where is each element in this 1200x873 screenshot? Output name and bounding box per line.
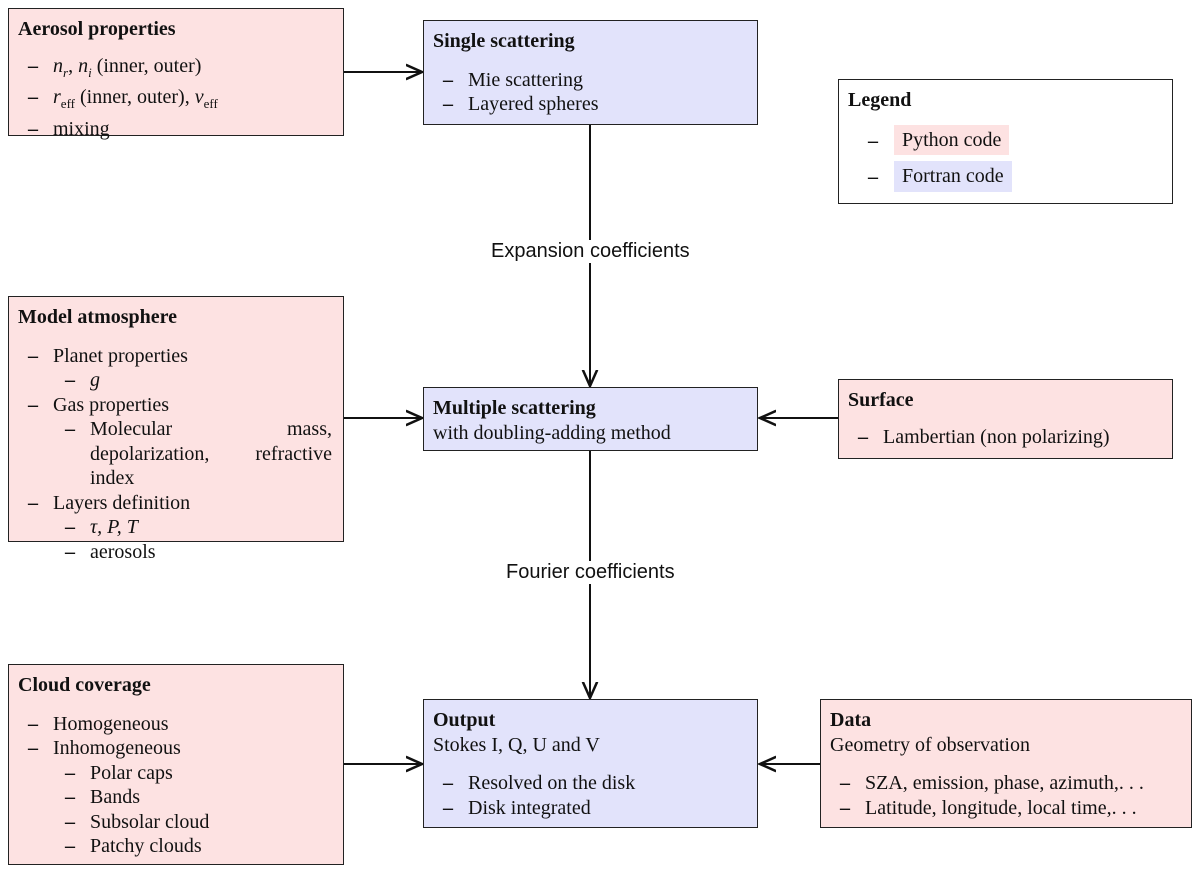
cloud-item-inhomogeneous: Inhomogeneous (18, 736, 334, 761)
data-box: Data Geometry of observation SZA, emissi… (820, 699, 1192, 828)
surface-box: Surface Lambertian (non polarizing) (838, 379, 1173, 459)
output-item-resolved: Resolved on the disk (433, 771, 748, 796)
legend-fortran-swatch: Fortran code (894, 161, 1012, 192)
aerosol-item-mixing: mixing (18, 117, 334, 142)
data-item-angles: SZA, emission, phase, azimuth,. . . (830, 771, 1182, 796)
output-subtitle: Stokes I, Q, U and V (433, 733, 600, 756)
model-title: Model atmosphere (18, 306, 178, 328)
multiple-scattering-box: Multiple scattering with doubling-adding… (423, 387, 758, 451)
legend-box: Legend Python code Fortran code (838, 79, 1173, 204)
aerosol-item-radius: reff (inner, outer), νeff (18, 85, 334, 117)
data-title: Data (830, 709, 872, 731)
surface-item-lambertian: Lambertian (non polarizing) (848, 425, 1163, 450)
cloud-item-subsolar: Subsolar cloud (18, 810, 334, 835)
output-box: Output Stokes I, Q, U and V Resolved on … (423, 699, 758, 828)
model-item-gas-detail: Molecular mass, depolarization, refracti… (18, 417, 334, 491)
surface-list: Lambertian (non polarizing) (848, 425, 1163, 450)
cloud-item-homogeneous: Homogeneous (18, 712, 334, 737)
multiple-subtitle: with doubling-adding method (433, 421, 671, 444)
model-list: Planet properties g Gas properties Molec… (18, 344, 334, 565)
cloud-item-polar-caps: Polar caps (18, 761, 334, 786)
output-list: Resolved on the disk Disk integrated (433, 771, 748, 820)
data-list: SZA, emission, phase, azimuth,. . . Lati… (830, 771, 1182, 820)
single-item-mie: Mie scattering (433, 68, 748, 93)
aerosol-list: nr, ni (inner, outer) reff (inner, outer… (18, 54, 334, 142)
legend-title: Legend (848, 89, 912, 111)
single-list: Mie scattering Layered spheres (433, 68, 748, 117)
data-item-location: Latitude, longitude, local time,. . . (830, 796, 1182, 821)
cloud-coverage-box: Cloud coverage Homogeneous Inhomogeneous… (8, 664, 344, 865)
single-title: Single scattering (433, 30, 575, 52)
aerosol-properties-box: Aerosol properties nr, ni (inner, outer)… (8, 8, 344, 141)
label-fourier-coefficients: Fourier coefficients (502, 561, 679, 584)
model-item-gas: Gas properties (18, 393, 334, 418)
label-expansion-coefficients: Expansion coefficients (487, 240, 694, 263)
model-item-tpt: τ, P, T (18, 515, 334, 540)
cloud-item-bands: Bands (18, 785, 334, 810)
aerosol-item-refractive: nr, ni (inner, outer) (18, 54, 334, 86)
legend-item-fortran: Fortran code (848, 161, 1163, 192)
model-item-g: g (18, 368, 334, 393)
aerosol-title: Aerosol properties (18, 18, 176, 40)
output-item-integrated: Disk integrated (433, 796, 748, 821)
cloud-title: Cloud coverage (18, 674, 151, 696)
output-title: Output (433, 709, 496, 731)
surface-title: Surface (848, 389, 914, 411)
single-item-layered: Layered spheres (433, 92, 748, 117)
legend-python-swatch: Python code (894, 124, 1010, 155)
model-item-planet: Planet properties (18, 344, 334, 369)
model-atmosphere-box: Model atmosphere Planet properties g Gas… (8, 296, 344, 564)
data-subtitle: Geometry of observation (830, 733, 1030, 756)
model-item-aerosols: aerosols (18, 540, 334, 565)
cloud-item-patchy: Patchy clouds (18, 834, 334, 859)
cloud-list: Homogeneous Inhomogeneous Polar caps Ban… (18, 712, 334, 859)
single-scattering-box: Single scattering Mie scattering Layered… (423, 20, 758, 125)
legend-item-python: Python code (848, 124, 1163, 155)
multiple-title: Multiple scattering (433, 397, 596, 419)
model-item-layers: Layers definition (18, 491, 334, 516)
